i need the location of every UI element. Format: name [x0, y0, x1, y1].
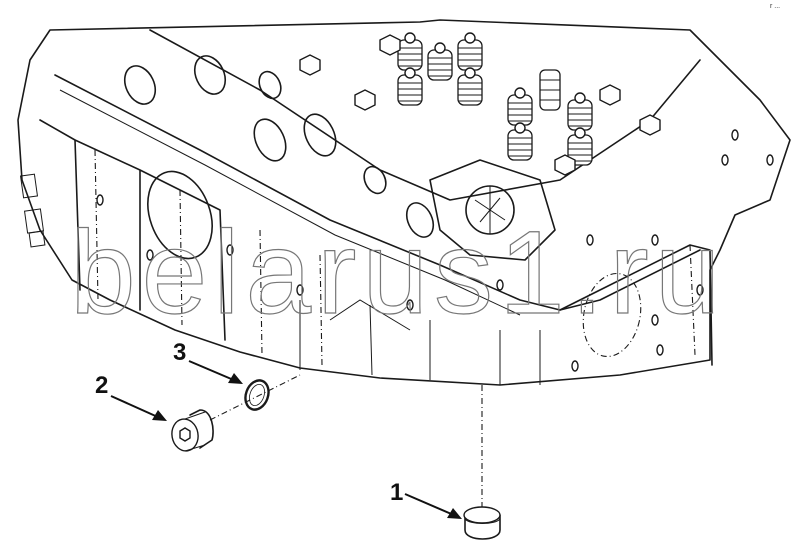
block-left-panel [39, 119, 226, 341]
callout-label-2: 2 [95, 372, 108, 399]
cup-plug-top [463, 506, 501, 524]
core-plug-bore [147, 170, 213, 260]
arrowhead-icon [152, 410, 167, 421]
callout-3: 3 [173, 339, 243, 384]
part-1-cup-plug [463, 385, 501, 540]
rear-seal-bore [582, 272, 642, 358]
plug-body [189, 409, 214, 449]
callout-label-3: 3 [173, 339, 186, 366]
head-bolts [299, 34, 661, 176]
leader-line [110, 395, 161, 419]
head-deck-edge [54, 74, 701, 311]
cup-plug-body [464, 514, 501, 540]
block-outline [17, 19, 791, 386]
assembly-axis-2-3 [209, 374, 301, 421]
leader-line [188, 360, 237, 382]
front-cover-plate [429, 159, 556, 261]
hex-socket-icon [179, 427, 191, 442]
block-end-face [559, 244, 713, 366]
block-end-face-hidden [689, 244, 696, 356]
part-2-threaded-plug [171, 409, 214, 452]
arrowhead-icon [447, 508, 462, 519]
arrowhead-icon [228, 373, 243, 384]
head-top-ridge [149, 29, 701, 201]
callout-1: 1 [390, 479, 462, 519]
part-3-seal-ring [209, 374, 301, 421]
callout-2: 2 [95, 372, 167, 421]
skirt-details [299, 299, 541, 385]
bracket-slot [19, 173, 39, 199]
bolt-holes [96, 129, 774, 372]
engine-block [17, 19, 791, 386]
head-ports [123, 55, 435, 238]
callout-label-1: 1 [390, 479, 403, 506]
watermark-text: belarus1.ru [70, 207, 726, 339]
seal-ring-shape [244, 379, 270, 411]
bracket-slot [28, 230, 46, 248]
corner-mark: r ... [770, 3, 780, 10]
head-gasket-line [59, 89, 521, 316]
valve-springs [397, 32, 593, 166]
leader-line [404, 493, 457, 517]
